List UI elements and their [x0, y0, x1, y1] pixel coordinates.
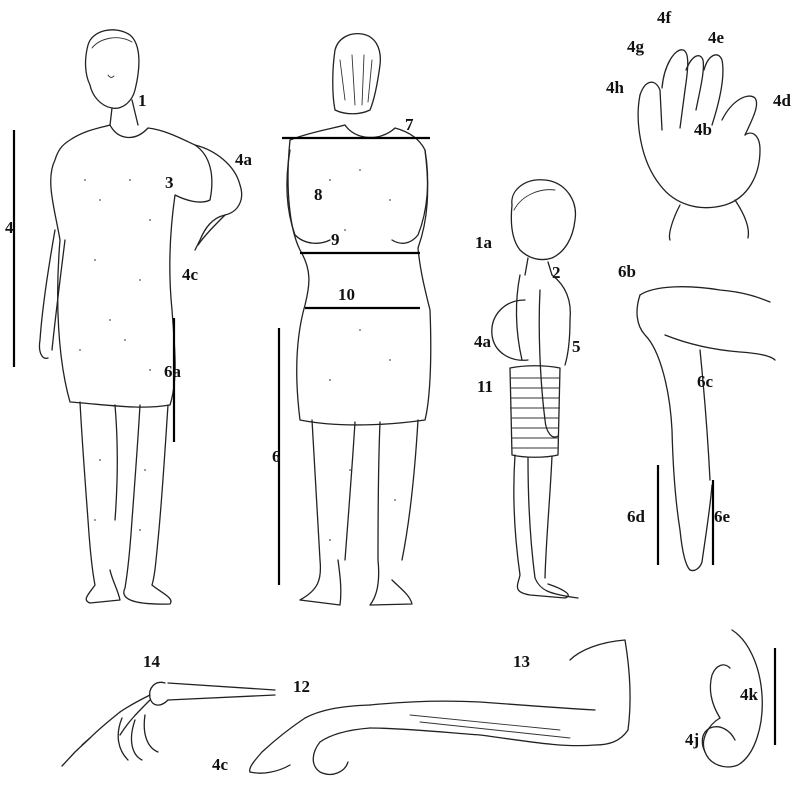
stipple-texture: [329, 169, 396, 541]
label-4b: 4b: [694, 120, 712, 139]
label-4c-arm: 4c: [212, 755, 229, 774]
label-5: 5: [572, 337, 581, 356]
label-4c-front: 4c: [182, 265, 199, 284]
label-4a-front: 4a: [235, 150, 253, 169]
label-4d: 4d: [773, 91, 792, 110]
label-9: 9: [331, 230, 340, 249]
label-3: 3: [165, 173, 174, 192]
label-6c: 6c: [697, 372, 714, 391]
label-1a: 1a: [475, 233, 493, 252]
label-1: 1: [138, 91, 147, 110]
label-4j: 4j: [685, 730, 699, 749]
label-6a: 6a: [164, 362, 182, 381]
forearm-skeleton-figure: [62, 682, 275, 766]
label-4h: 4h: [606, 78, 625, 97]
label-7: 7: [405, 115, 414, 134]
label-11: 11: [477, 377, 493, 396]
label-2: 2: [552, 263, 561, 282]
stipple-texture: [79, 179, 151, 531]
band-stripes: [510, 378, 560, 448]
label-6d: 6d: [627, 507, 646, 526]
label-4: 4: [5, 218, 14, 237]
label-6: 6: [272, 447, 281, 466]
label-4g: 4g: [627, 37, 645, 56]
label-13: 13: [513, 652, 530, 671]
label-6e: 6e: [714, 507, 731, 526]
label-14: 14: [143, 652, 161, 671]
labels: 1 3 4 4a 4c 6a 7 8 9 10 6 1a 2 4a 5 11 4…: [5, 8, 792, 774]
label-4f: 4f: [657, 8, 672, 27]
label-6b: 6b: [618, 262, 636, 281]
label-10: 10: [338, 285, 355, 304]
label-12: 12: [293, 677, 310, 696]
side-view-child-figure: [492, 180, 578, 598]
label-4a-side: 4a: [474, 332, 492, 351]
front-view-figure: [39, 30, 241, 604]
label-4k: 4k: [740, 685, 759, 704]
label-4e: 4e: [708, 28, 725, 47]
arm-muscle-figure: [250, 640, 630, 774]
hand-figure: [638, 50, 760, 240]
label-8: 8: [314, 185, 323, 204]
